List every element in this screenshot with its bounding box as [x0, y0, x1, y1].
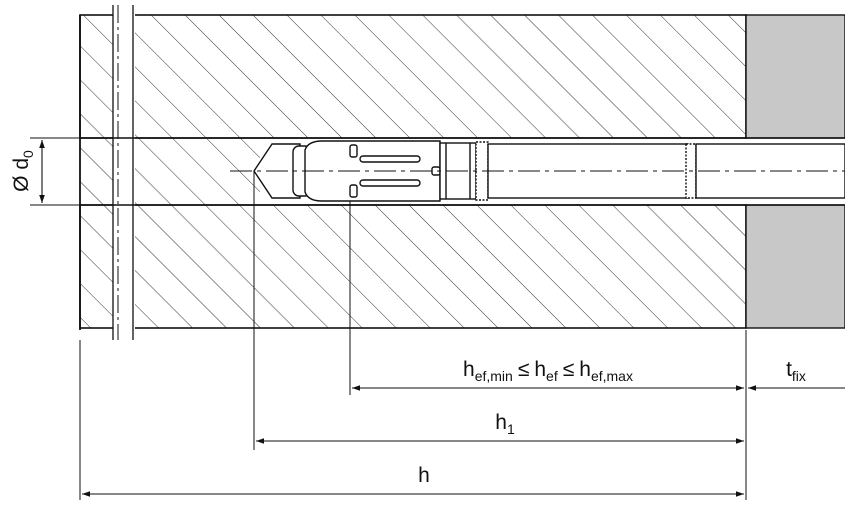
extension-lines	[30, 137, 747, 500]
bore-diameter-label: Ø d0	[10, 150, 36, 192]
dimension-lines	[39, 140, 845, 497]
drill-hole	[80, 137, 845, 206]
fixture-plate	[745, 14, 845, 329]
fixture-thickness-label: tfix	[786, 358, 806, 384]
hole-depth-label: h1	[495, 411, 515, 437]
member-thickness-label: h	[418, 464, 430, 487]
effective-depth-label: hef,min≤hef≤hef,max	[463, 358, 633, 384]
